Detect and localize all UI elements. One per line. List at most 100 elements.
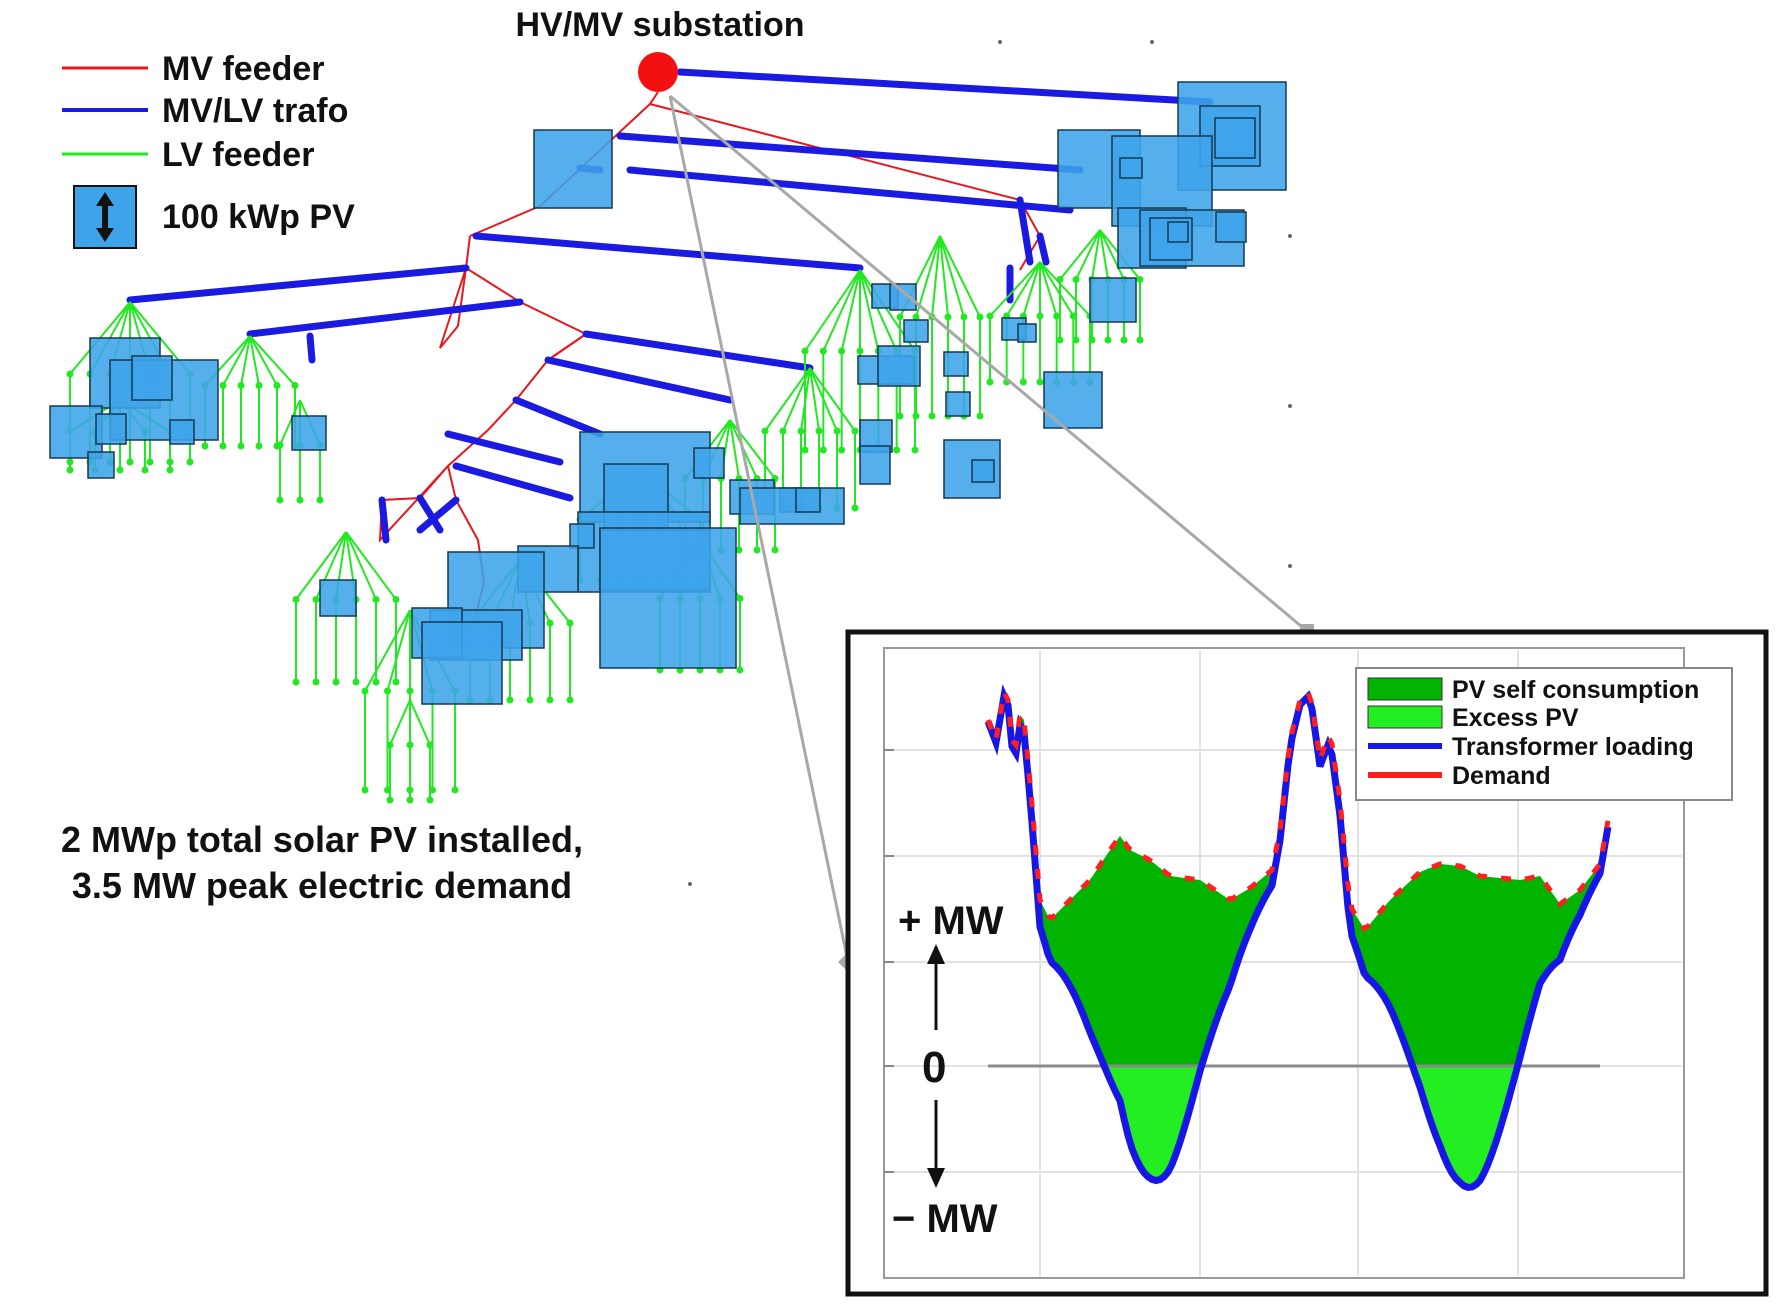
lv-node (893, 446, 901, 454)
mv-lv-trafo-line (378, 496, 390, 544)
inset-legend-label-excess: Excess PV (1452, 704, 1579, 732)
lv-feeder-branch (939, 235, 965, 318)
lv-node (406, 687, 414, 695)
lv-node (833, 427, 841, 435)
lv-node (851, 427, 859, 435)
lv-node (406, 796, 414, 804)
lv-node (237, 382, 245, 389)
lv-node (546, 696, 554, 704)
mv-lv-trafo-line (416, 496, 460, 534)
pv-square (421, 621, 503, 705)
lv-node (928, 412, 936, 420)
lv-feeder-branch (249, 335, 296, 387)
mv-lv-trafo-line (626, 166, 1074, 214)
inset-legend-label-demand: Demand (1452, 762, 1551, 790)
inset-legend-label-self: PV self consumption (1452, 676, 1699, 704)
pv-square (291, 415, 327, 451)
lv-fan-bottom-4 (386, 699, 434, 804)
lv-node (291, 382, 299, 389)
lv-feeder-branch (345, 531, 377, 600)
inset-legend-swatch-excess (1367, 705, 1443, 729)
lv-node (384, 687, 391, 695)
lv-feeder-branch (822, 269, 861, 352)
lv-node (1120, 336, 1128, 344)
lv-node (219, 442, 227, 450)
lv-feeder-branch (1091, 229, 1101, 280)
substation-node (638, 52, 678, 92)
lv-node (819, 347, 827, 355)
lv-node (1136, 336, 1144, 344)
legend-label-lv-feeder: LV feeder (162, 136, 314, 174)
lv-node (186, 458, 194, 466)
lv-node (66, 466, 74, 474)
lv-feeder-branch (295, 531, 347, 601)
lv-node (66, 370, 74, 378)
lv-node (912, 412, 920, 420)
pv-square (131, 355, 173, 401)
lv-node (1056, 276, 1064, 283)
distribution-network (49, 40, 1292, 886)
lv-node (386, 741, 394, 749)
lv-node (451, 786, 459, 794)
mv-lv-trafo-line (306, 332, 316, 364)
mv-lv-trafo-line (126, 264, 470, 304)
lv-node (771, 546, 779, 554)
pv-square (1089, 277, 1137, 323)
lv-node (392, 596, 400, 603)
mv-feeder-segment (547, 333, 587, 361)
lv-node (255, 442, 263, 450)
stray-dot (1288, 404, 1292, 408)
transformer-loading-curve (984, 684, 1612, 1192)
lv-node (116, 466, 124, 474)
mv-lv-trafo-line (1036, 232, 1050, 266)
lv-feeder-branch (1039, 261, 1058, 317)
lv-node (312, 678, 320, 686)
lv-feeder-branch (989, 261, 1041, 317)
lv-node (912, 313, 920, 321)
lv-node (316, 496, 324, 504)
inset-label-zero: 0 (922, 1043, 946, 1092)
inset-arrow-up-icon (927, 944, 945, 964)
pv-square (1043, 371, 1103, 429)
lv-node (332, 678, 340, 686)
pv-square (943, 351, 969, 377)
mv-feeder-segment (439, 235, 471, 349)
lv-feeder-branch (1039, 261, 1075, 317)
lv-node (856, 347, 864, 355)
lv-node (986, 312, 994, 320)
lv-feeder-branch (804, 269, 861, 352)
lv-node (506, 696, 514, 704)
lv-node (896, 412, 904, 420)
lv-feeder-branch (1075, 229, 1101, 280)
lv-feeder-branch (764, 367, 811, 432)
mv-feeder-segment (469, 205, 541, 237)
lv-node (273, 382, 281, 389)
inset-chart: PV self consumption Excess PV Transforme… (845, 629, 1769, 1297)
lv-feeder-branch (915, 235, 941, 318)
pv-square (49, 405, 103, 459)
pv-square (945, 391, 971, 417)
lv-feeder-branch (364, 609, 411, 692)
inset-areas (988, 692, 1608, 1188)
pv-square (903, 319, 929, 343)
lv-fan-bottom-1 (292, 531, 400, 686)
pv-square (1215, 211, 1247, 243)
mv-lv-trafo-line (1016, 196, 1034, 266)
lv-fan-right-4 (1056, 229, 1144, 344)
lv-node (801, 446, 809, 454)
mv-lv-trafo-line (416, 494, 444, 534)
lv-node (896, 313, 904, 321)
pv-square (1119, 157, 1143, 179)
zoom-connector-upper (669, 94, 1309, 634)
lv-fan-right-2 (896, 235, 984, 420)
mv-lv-trafo-line (582, 330, 814, 372)
pv-square (1167, 221, 1189, 243)
lv-feeder-branch (1039, 261, 1091, 317)
stray-dot (1288, 234, 1292, 238)
lv-node (219, 382, 227, 389)
legend-label-pv: 100 kWp PV (162, 198, 355, 236)
lv-feeder-branch (729, 419, 740, 479)
mv-lv-trafo-line (544, 356, 734, 404)
pv-square (95, 413, 127, 445)
pv-square (533, 129, 613, 209)
